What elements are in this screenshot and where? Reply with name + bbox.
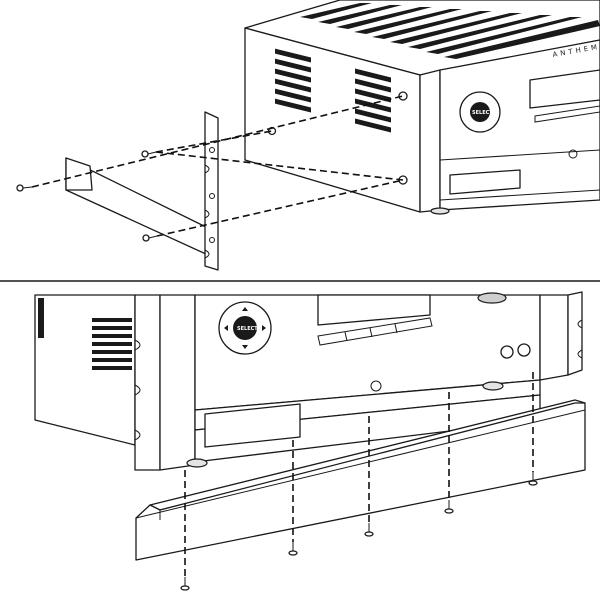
right-ear-side: [567, 291, 583, 376]
jack-right: [517, 343, 531, 357]
ir-sensor: [370, 380, 382, 392]
right-rack-ear: [539, 291, 583, 381]
alignment-lines-bottom: [184, 372, 534, 577]
foot-right-bottom: [482, 381, 504, 391]
base-trim-strip: [135, 399, 586, 561]
bottom-panel: SELECT: [34, 291, 586, 591]
right-ear-front: [539, 294, 569, 381]
svg-text:SELECT: SELECT: [237, 326, 258, 332]
screw-upper: [141, 150, 157, 158]
left-rack-ear: [134, 294, 161, 471]
trim-screws: [180, 472, 538, 591]
top-panel: ANTHEM SELECT: [16, 0, 600, 271]
receiver-front-bottom: SELECT: [159, 292, 541, 471]
svg-text:SELECT: SELECT: [472, 110, 493, 116]
select-knob-top: SELECT: [459, 91, 501, 133]
front-display: [529, 69, 600, 109]
side-vents-bottom: [38, 298, 132, 370]
mount-hole-upper: [398, 91, 408, 101]
volume-knob-edge: [477, 292, 507, 304]
screw-b4: [444, 500, 454, 514]
screw-left: [16, 184, 33, 192]
front-corner-post: [419, 69, 441, 213]
front-display-bottom: [317, 294, 431, 326]
foot-front: [430, 207, 450, 215]
bracket-screws: [16, 150, 158, 242]
select-knob-bottom: SELECT: [218, 301, 272, 355]
alignment-lines-top: [31, 95, 404, 237]
screw-b1: [180, 577, 190, 591]
side-vent-grille: [275, 48, 391, 133]
front-button-row: [534, 105, 600, 123]
top-vent-slots: [300, 3, 600, 59]
screw-b2: [288, 542, 298, 556]
receiver-top-unit: ANTHEM SELECT: [244, 0, 600, 215]
front-door-panel: [449, 169, 521, 195]
bracket-flange: [204, 111, 219, 271]
rack-bracket: [65, 111, 219, 271]
front-corner-bottom: [159, 294, 196, 471]
screw-b3: [364, 523, 374, 537]
front-door-bottom: [204, 403, 301, 448]
screw-lower: [142, 234, 158, 242]
trim-front-face: [135, 402, 586, 561]
receiver-side-bottom: [34, 294, 161, 471]
jack-left: [500, 345, 514, 359]
button-strip-bottom: [317, 317, 433, 346]
foot-left-bottom: [186, 458, 208, 468]
screw-b5: [528, 472, 538, 486]
front-jack: [568, 149, 578, 159]
